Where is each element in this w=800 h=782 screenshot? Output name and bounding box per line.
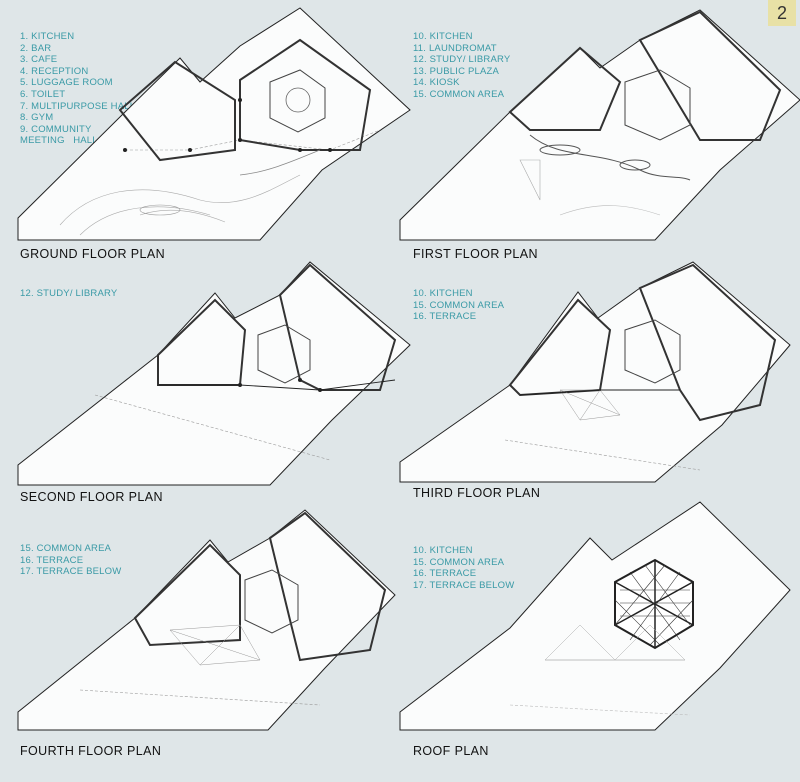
legend-item: 4. RECEPTION: [20, 65, 89, 77]
fourth-floor-title: FOURTH FLOOR PLAN: [20, 744, 162, 758]
fourth-floor-legend: 15. COMMON AREA 16. TERRACE 17. TERRACE …: [20, 543, 121, 578]
roof-skylight-hexagon: [614, 558, 694, 650]
legend-item: 9. COMMUNITY: [20, 123, 92, 135]
page-number-badge: 2: [768, 0, 796, 26]
legend-item: 15. COMMON AREA: [413, 556, 505, 568]
legend-item: 16. TERRACE: [413, 311, 477, 323]
legend-item: 11. LAUNDROMAT: [413, 42, 497, 54]
roof-plan-legend: 10. KITCHEN 15. COMMON AREA 16. TERRACE …: [413, 545, 514, 591]
legend-item: 7. MULTIPURPOSE HALL: [20, 100, 136, 112]
roof-plan-title: ROOF PLAN: [413, 744, 489, 758]
first-floor-legend: 10. KITCHEN 11. LAUNDROMAT 12. STUDY/ LI…: [413, 31, 510, 101]
second-floor-legend: 12. STUDY/ LIBRARY: [20, 288, 117, 300]
legend-item: 10. KITCHEN: [413, 545, 473, 556]
third-floor-legend: 10. KITCHEN 15. COMMON AREA 16. TERRACE: [413, 288, 504, 323]
ground-floor-legend: 1. KITCHEN 2. BAR 3. CAFE 4. RECEPTION 5…: [20, 31, 135, 147]
legend-item: 16. TERRACE: [20, 554, 84, 566]
legend-item: 15. COMMON AREA: [413, 88, 505, 100]
first-floor-title: FIRST FLOOR PLAN: [413, 247, 538, 261]
legend-item: MEETING HALL: [20, 135, 98, 147]
legend-item: 13. PUBLIC PLAZA: [413, 65, 500, 77]
legend-item: 16. TERRACE: [413, 568, 477, 580]
legend-item: 17. TERRACE BELOW: [413, 579, 515, 591]
legend-item: 10. KITCHEN: [413, 31, 473, 42]
legend-item: 6. TOILET: [20, 88, 66, 100]
second-floor-title: SECOND FLOOR PLAN: [20, 490, 163, 504]
legend-item: 1. KITCHEN: [20, 31, 75, 42]
legend-item: 17. TERRACE BELOW: [20, 566, 122, 578]
legend-item: 10. KITCHEN: [413, 288, 473, 299]
legend-item: 15. COMMON AREA: [20, 543, 112, 554]
legend-item: 3. CAFE: [20, 54, 58, 66]
legend-item: 12. STUDY/ LIBRARY: [413, 54, 511, 66]
ground-floor-title: GROUND FLOOR PLAN: [20, 247, 166, 261]
legend-item: 12. STUDY/ LIBRARY: [20, 288, 118, 299]
third-floor-title: THIRD FLOOR PLAN: [413, 486, 541, 500]
legend-item: 2. BAR: [20, 42, 52, 54]
legend-item: 5. LUGGAGE ROOM: [20, 77, 113, 89]
legend-item: 14. KIOSK: [413, 77, 460, 89]
legend-item: 15. COMMON AREA: [413, 299, 505, 311]
legend-item: 8. GYM: [20, 112, 54, 124]
